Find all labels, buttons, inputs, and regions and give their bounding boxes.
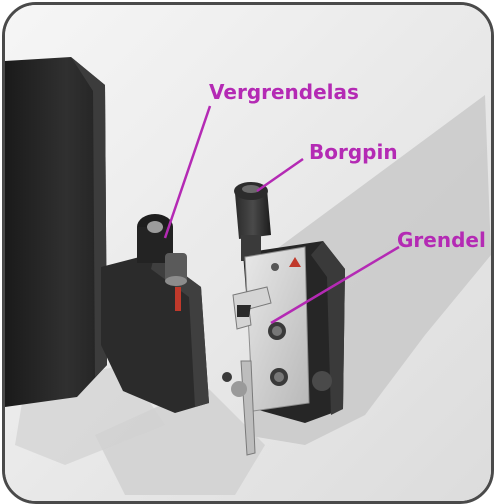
plate-hole-top — [271, 263, 279, 271]
left-housing — [5, 57, 107, 407]
plate-hole-bottom-inner — [274, 372, 284, 382]
lock-pin-tip — [147, 221, 163, 233]
label-grendel: Grendel — [397, 230, 486, 250]
red-marker — [175, 287, 181, 311]
lock-pin-face — [165, 276, 187, 286]
small-bolt — [222, 372, 232, 382]
label-vergrendelas: Vergrendelas — [209, 82, 359, 102]
label-borgpin: Borgpin — [309, 142, 398, 162]
base-bolt — [312, 371, 332, 391]
lever-pivot — [231, 381, 247, 397]
plate-hole-middle-inner — [272, 326, 282, 336]
safety-pin-top-highlight — [242, 185, 260, 193]
latch-hook-slot — [237, 305, 251, 317]
